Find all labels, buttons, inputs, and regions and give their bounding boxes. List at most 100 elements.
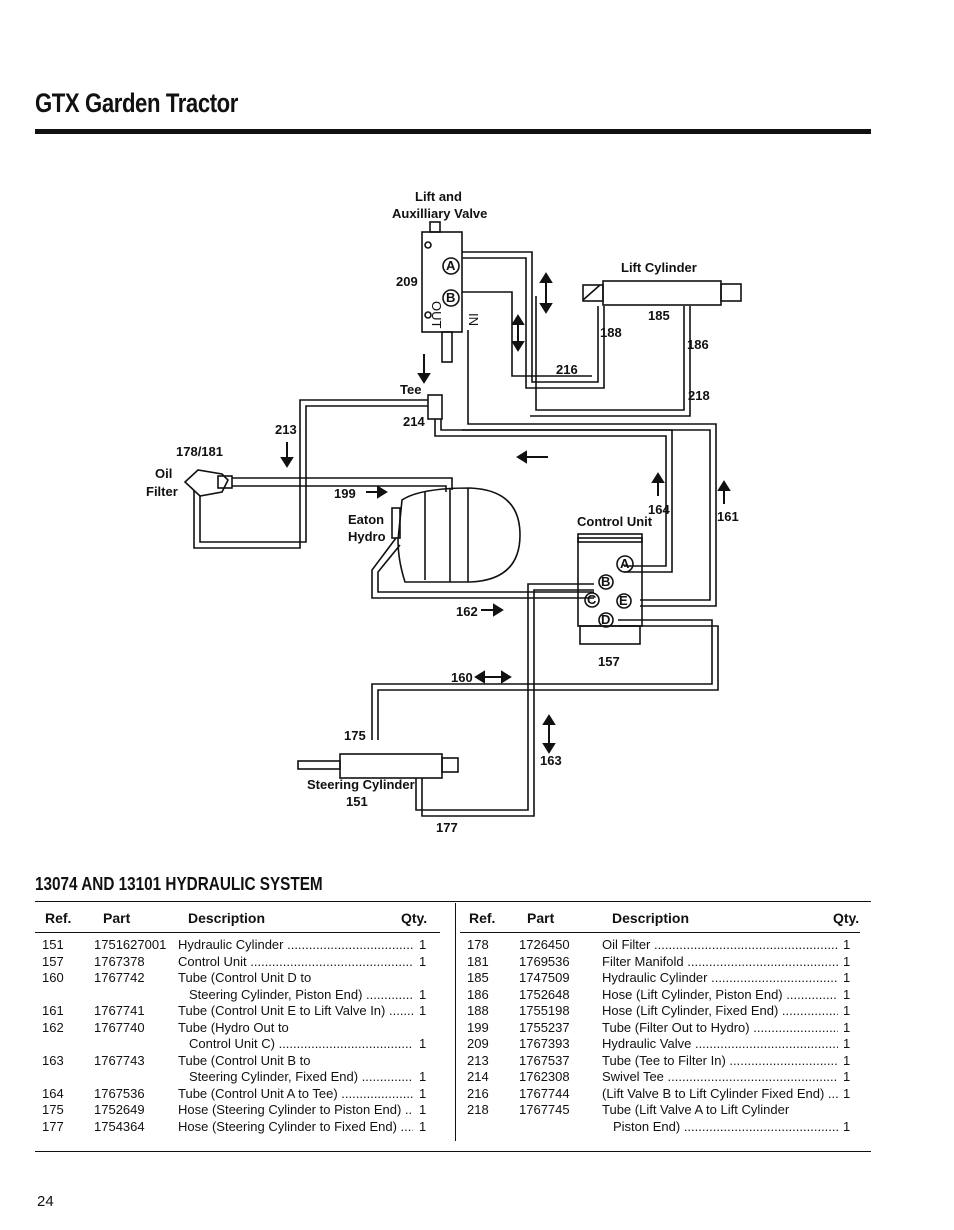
row-ref: 163 [42, 1052, 64, 1068]
row-ref: 162 [42, 1019, 64, 1035]
row-part: 1755198 [519, 1003, 570, 1018]
ref-151: 151 [346, 794, 368, 809]
row-ref: 178 [467, 937, 489, 952]
row-part: 1767393 [519, 1036, 570, 1051]
row-qty: 1 [419, 953, 427, 969]
row-description: Tube (Control Unit A to Tee) ...........… [178, 1085, 413, 1101]
row-part: 1767740 [94, 1019, 145, 1035]
cu-port-label-d: D [601, 612, 610, 627]
row-qty: 1 [419, 1003, 427, 1018]
oil-filter-label-2: Filter [146, 484, 178, 499]
row-qty: 1 [843, 1052, 851, 1068]
ref-160: 160 [451, 670, 473, 685]
row-description: Control Unit C) ........................… [189, 1036, 413, 1051]
row-part: 1726450 [519, 937, 570, 952]
section-rule [35, 901, 871, 902]
row-ref: 157 [42, 953, 64, 969]
header-qty: Qty. [833, 910, 860, 926]
row-ref: 181 [467, 953, 489, 969]
row-description: Control Unit ...........................… [178, 953, 413, 969]
hydro-label: Hydro [348, 529, 386, 544]
row-description: Tube (Lift Valve A to Lift Cylinder [602, 1102, 790, 1117]
eaton-hydro [397, 487, 521, 583]
row-part: 1769536 [519, 953, 570, 969]
row-part: 1755237 [519, 1019, 570, 1035]
row-ref: 175 [42, 1102, 64, 1117]
ref-216: 216 [556, 362, 578, 377]
port-out-label: OUT [429, 301, 444, 329]
row-description: Hose (Lift Cylinder, Fixed End) ........… [602, 1003, 838, 1018]
row-qty: 1 [843, 986, 851, 1002]
row-description: Tube (Hydro Out to [178, 1019, 289, 1035]
row-qty: 1 [843, 1036, 851, 1051]
row-ref: 216 [467, 1085, 489, 1101]
oil-filter-label-1: Oil [155, 466, 172, 481]
row-part: 1767537 [519, 1052, 570, 1068]
table-row: 188 1755198 Hose (Lift Cylinder, Fixed End… [460, 1003, 860, 1020]
row-part: 1767745 [519, 1102, 570, 1117]
header-part: Part [527, 910, 555, 926]
port-label-b: B [446, 290, 455, 305]
lift-cylinder-body [602, 280, 722, 306]
row-qty: 1 [843, 1003, 851, 1018]
row-description: Steering Cylinder, Piston End) .........… [189, 986, 413, 1002]
cu-port-label-b: B [601, 574, 610, 589]
row-description: Hydraulic Cylinder .....................… [178, 937, 413, 952]
row-qty: 1 [419, 1085, 427, 1101]
column-divider [455, 903, 456, 1141]
header-rule [35, 129, 871, 134]
row-qty: 1 [419, 1102, 427, 1117]
row-description: Tube (Control Unit B to [178, 1052, 311, 1068]
ref-186: 186 [687, 337, 709, 352]
valve-bottom-fitting [441, 331, 453, 363]
row-description: Swivel Tee .............................… [602, 1069, 838, 1084]
table-row: Control Unit C) ........................… [35, 1036, 440, 1053]
row-ref: 186 [467, 986, 489, 1002]
ref-178-181: 178/181 [176, 444, 223, 459]
page-number: 24 [37, 1193, 54, 1210]
table-row: 218 1767745 Tube (Lift Valve A to Lift Cyl… [460, 1102, 860, 1119]
ref-185: 185 [648, 308, 670, 323]
row-description: (Lift Valve B to Lift Cylinder Fixed End… [602, 1085, 838, 1101]
table-row: Steering Cylinder, Fixed End) ..........… [35, 1069, 440, 1086]
parts-section-title: 13074 AND 13101 HYDRAULIC SYSTEM [35, 874, 323, 894]
row-qty: 1 [843, 953, 851, 969]
row-qty: 1 [419, 1036, 427, 1051]
table-row: 162 1767740 Tube (Hydro Out to [35, 1020, 440, 1037]
row-qty: 1 [419, 986, 427, 1002]
steering-cylinder-label: Steering Cylinder [307, 777, 415, 792]
row-part: 1754364 [94, 1118, 145, 1134]
footer-rule [35, 1151, 871, 1152]
row-ref: 213 [467, 1052, 489, 1068]
valve-label-2: Auxilliary Valve [392, 206, 487, 221]
row-description: Tube (Control Unit D to [178, 970, 312, 985]
row-description: Filter Manifold ........................… [602, 953, 838, 969]
port-b-circle [442, 289, 460, 307]
table-row: 181 1769536 Filter Manifold ..............… [460, 954, 860, 971]
ref-214: 214 [403, 414, 425, 429]
row-qty: 1 [843, 970, 851, 985]
row-ref: 218 [467, 1102, 489, 1117]
ref-162: 162 [456, 604, 478, 619]
row-qty: 1 [843, 1118, 851, 1134]
row-description: Steering Cylinder, Fixed End) ..........… [189, 1069, 413, 1084]
row-qty: 1 [843, 1069, 851, 1084]
row-ref: 161 [42, 1003, 64, 1018]
ref-199: 199 [334, 486, 356, 501]
tee-label: Tee [400, 382, 421, 397]
row-ref: 188 [467, 1003, 489, 1018]
ref-175: 175 [344, 728, 366, 743]
page-title: GTX Garden Tractor [35, 88, 239, 118]
header-part: Part [103, 910, 131, 926]
